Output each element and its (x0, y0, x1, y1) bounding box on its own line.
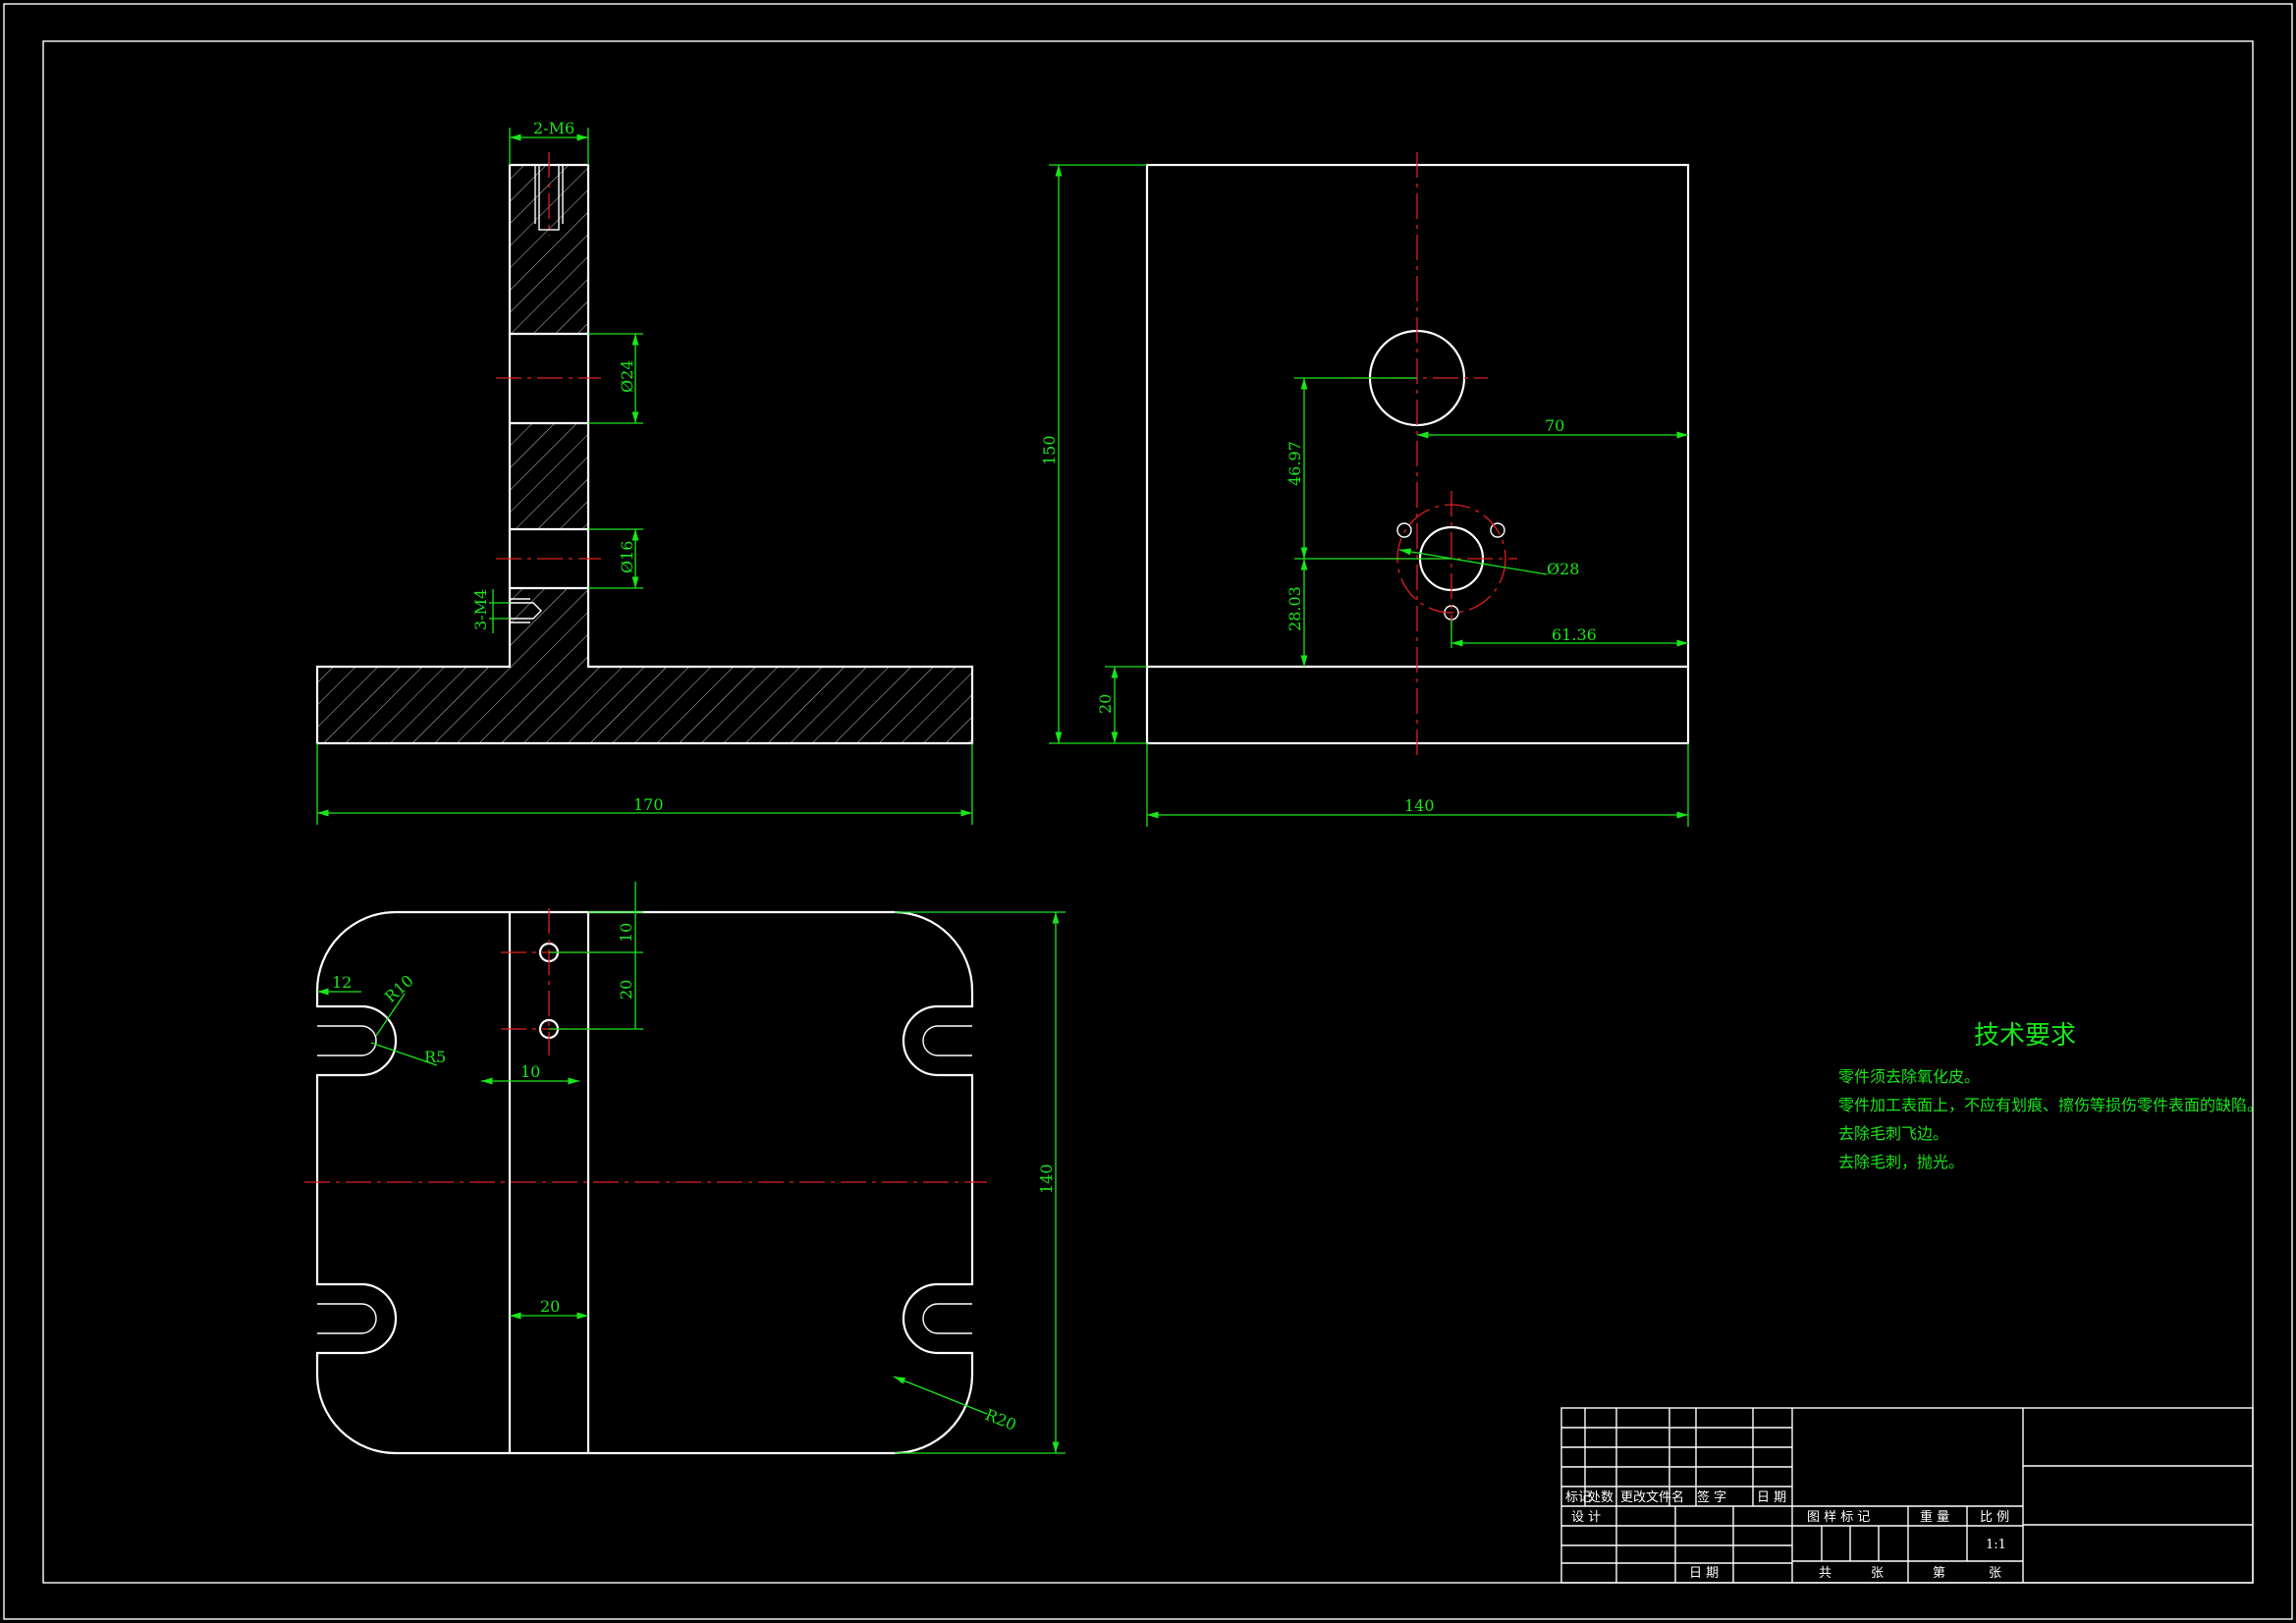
tb-mark: 标记 (1565, 1490, 1591, 1505)
side-dim-lower-h: 61.36 (1552, 625, 1597, 644)
side-dim-base: 20 (1096, 694, 1115, 714)
outer-frame (3, 3, 2293, 1620)
tb-sheet-no: 第 (1933, 1566, 1945, 1581)
tb-date2: 日 期 (1689, 1566, 1719, 1581)
top-dim-corner-r: R20 (983, 1405, 1019, 1434)
side-dim-lower-v: 28.03 (1285, 586, 1304, 631)
tech-title: 技术要求 (1974, 1021, 2076, 1051)
title-block: 标记 处数 更改文件名 签 字 日 期 设 计 日 期 图 样 标 记 重 量 … (1560, 1407, 2254, 1584)
front-view: 2-M6 Ø24 Ø16 3-M4 170 (315, 119, 974, 825)
tb-scale-label: 比 例 (1980, 1510, 2009, 1525)
front-dim-thread-side: 3-M4 (471, 589, 490, 630)
top-dim-r-outer: R10 (381, 971, 417, 1006)
tech-line-4: 去除毛刺，抛光。 (1838, 1153, 1964, 1171)
side-dim-upper-h: 70 (1545, 416, 1564, 435)
top-dim-rib-offset: 10 (520, 1062, 540, 1081)
tb-signature: 签 字 (1697, 1489, 1726, 1505)
tb-stage-mark: 图 样 标 记 (1807, 1510, 1870, 1525)
tb-weight: 重 量 (1920, 1509, 1949, 1525)
tb-sheet-unit: 张 (1989, 1566, 2001, 1581)
tb-change-doc: 更改文件名 (1620, 1489, 1684, 1505)
side-dim-height: 150 (1040, 435, 1059, 465)
inner-frame (42, 40, 2254, 1584)
side-view: 150 20 46.97 28.03 70 61.36 Ø28 140 (1040, 152, 1690, 827)
top-dim-height: 140 (1037, 1163, 1056, 1194)
tech-requirements: 技术要求 零件须去除氧化皮。 零件加工表面上，不应有划痕、擦伤等损伤零件表面的缺… (1838, 1021, 2263, 1171)
tech-line-3: 去除毛刺飞边。 (1838, 1124, 1948, 1143)
top-dim-slot-offset: 12 (332, 973, 352, 992)
tb-sheets: 张 (1871, 1566, 1884, 1581)
side-dim-width: 140 (1404, 796, 1435, 815)
top-dim-spacing-1: 10 (617, 923, 635, 943)
tb-total: 共 (1819, 1566, 1831, 1581)
top-dim-r-inner: R5 (424, 1048, 446, 1066)
top-view: 10 20 12 R10 R5 10 20 140 R20 (304, 882, 1066, 1455)
front-dim-width: 170 (633, 795, 664, 814)
side-dim-upper-v: 46.97 (1285, 441, 1304, 486)
tech-line-2: 零件加工表面上，不应有划痕、擦伤等损伤零件表面的缺陷。 (1838, 1096, 2263, 1114)
tb-design: 设 计 (1571, 1510, 1601, 1525)
front-dim-thread-top: 2-M6 (533, 119, 574, 137)
front-dim-hole-upper: Ø24 (618, 360, 636, 393)
tb-count: 处数 (1588, 1490, 1613, 1505)
tech-line-1: 零件须去除氧化皮。 (1838, 1067, 1980, 1086)
tb-date: 日 期 (1757, 1490, 1786, 1505)
front-dim-hole-lower: Ø16 (618, 541, 636, 573)
side-dim-pcd: Ø28 (1547, 560, 1579, 578)
top-dim-spacing-2: 20 (617, 980, 635, 1000)
tb-scale-value: 1:1 (1986, 1538, 2006, 1552)
top-dim-rib-width: 20 (540, 1297, 560, 1316)
